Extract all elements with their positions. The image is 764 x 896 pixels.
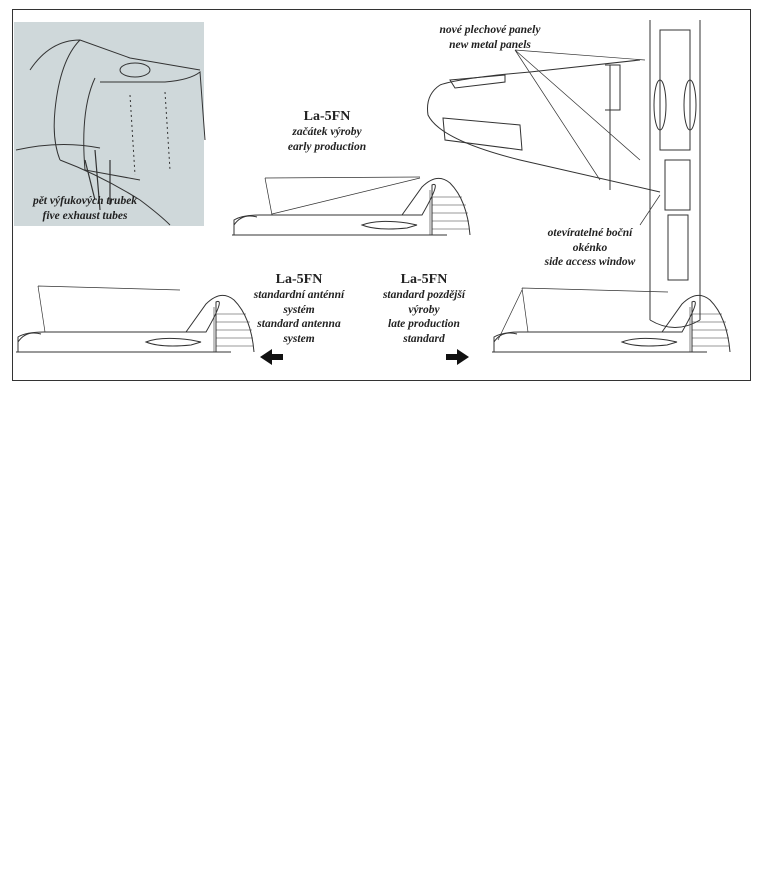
panels-caption: nové plechové panely new metal panels xyxy=(440,23,541,52)
caption-czech: výroby xyxy=(408,303,440,316)
caption-english: early production xyxy=(287,140,367,153)
caption-czech: začátek výroby xyxy=(292,126,362,138)
photo-caption: pět výfukových trubek five exhaust tubes xyxy=(33,194,137,223)
tail-early-production xyxy=(231,176,471,236)
early-production-label: La-5FN začátek výroby early production xyxy=(288,109,366,154)
tail-standard-antenna xyxy=(15,285,255,353)
title: La-5FN xyxy=(303,109,351,124)
caption-english: side access window xyxy=(544,256,636,268)
window-caption: otevíratelné boční okénko side access wi… xyxy=(545,226,636,270)
caption-czech: standard pozdější xyxy=(382,289,466,301)
caption-czech: nové plechové panely xyxy=(439,24,541,36)
arrow-left-icon xyxy=(260,349,283,365)
caption-czech: systém xyxy=(283,303,315,316)
caption-english: system xyxy=(283,332,315,345)
exhaust-detail-photo xyxy=(14,22,204,226)
arrow-right-icon xyxy=(446,349,469,365)
exhaust-detail-drawing xyxy=(15,39,206,226)
caption-english: five exhaust tubes xyxy=(42,209,128,222)
caption-czech: standardní anténní xyxy=(253,289,345,301)
caption-czech: otevíratelné boční xyxy=(547,227,633,239)
caption-english: standard antenna xyxy=(257,318,341,330)
title: La-5FN xyxy=(400,272,448,287)
late-production-label: La-5FN standard pozdější výroby late pro… xyxy=(383,272,465,346)
title: La-5FN xyxy=(275,272,323,287)
tail-late-production xyxy=(491,287,731,353)
caption-english: standard xyxy=(403,332,445,345)
caption-czech: pět výfukových trubek xyxy=(32,195,138,207)
caption-english: late production xyxy=(388,318,460,330)
caption-czech: okénko xyxy=(572,241,608,254)
caption-english: new metal panels xyxy=(449,38,531,51)
standard-antenna-label: La-5FN standardní anténní systém standar… xyxy=(254,272,344,346)
plan-view-drawing xyxy=(427,20,701,328)
